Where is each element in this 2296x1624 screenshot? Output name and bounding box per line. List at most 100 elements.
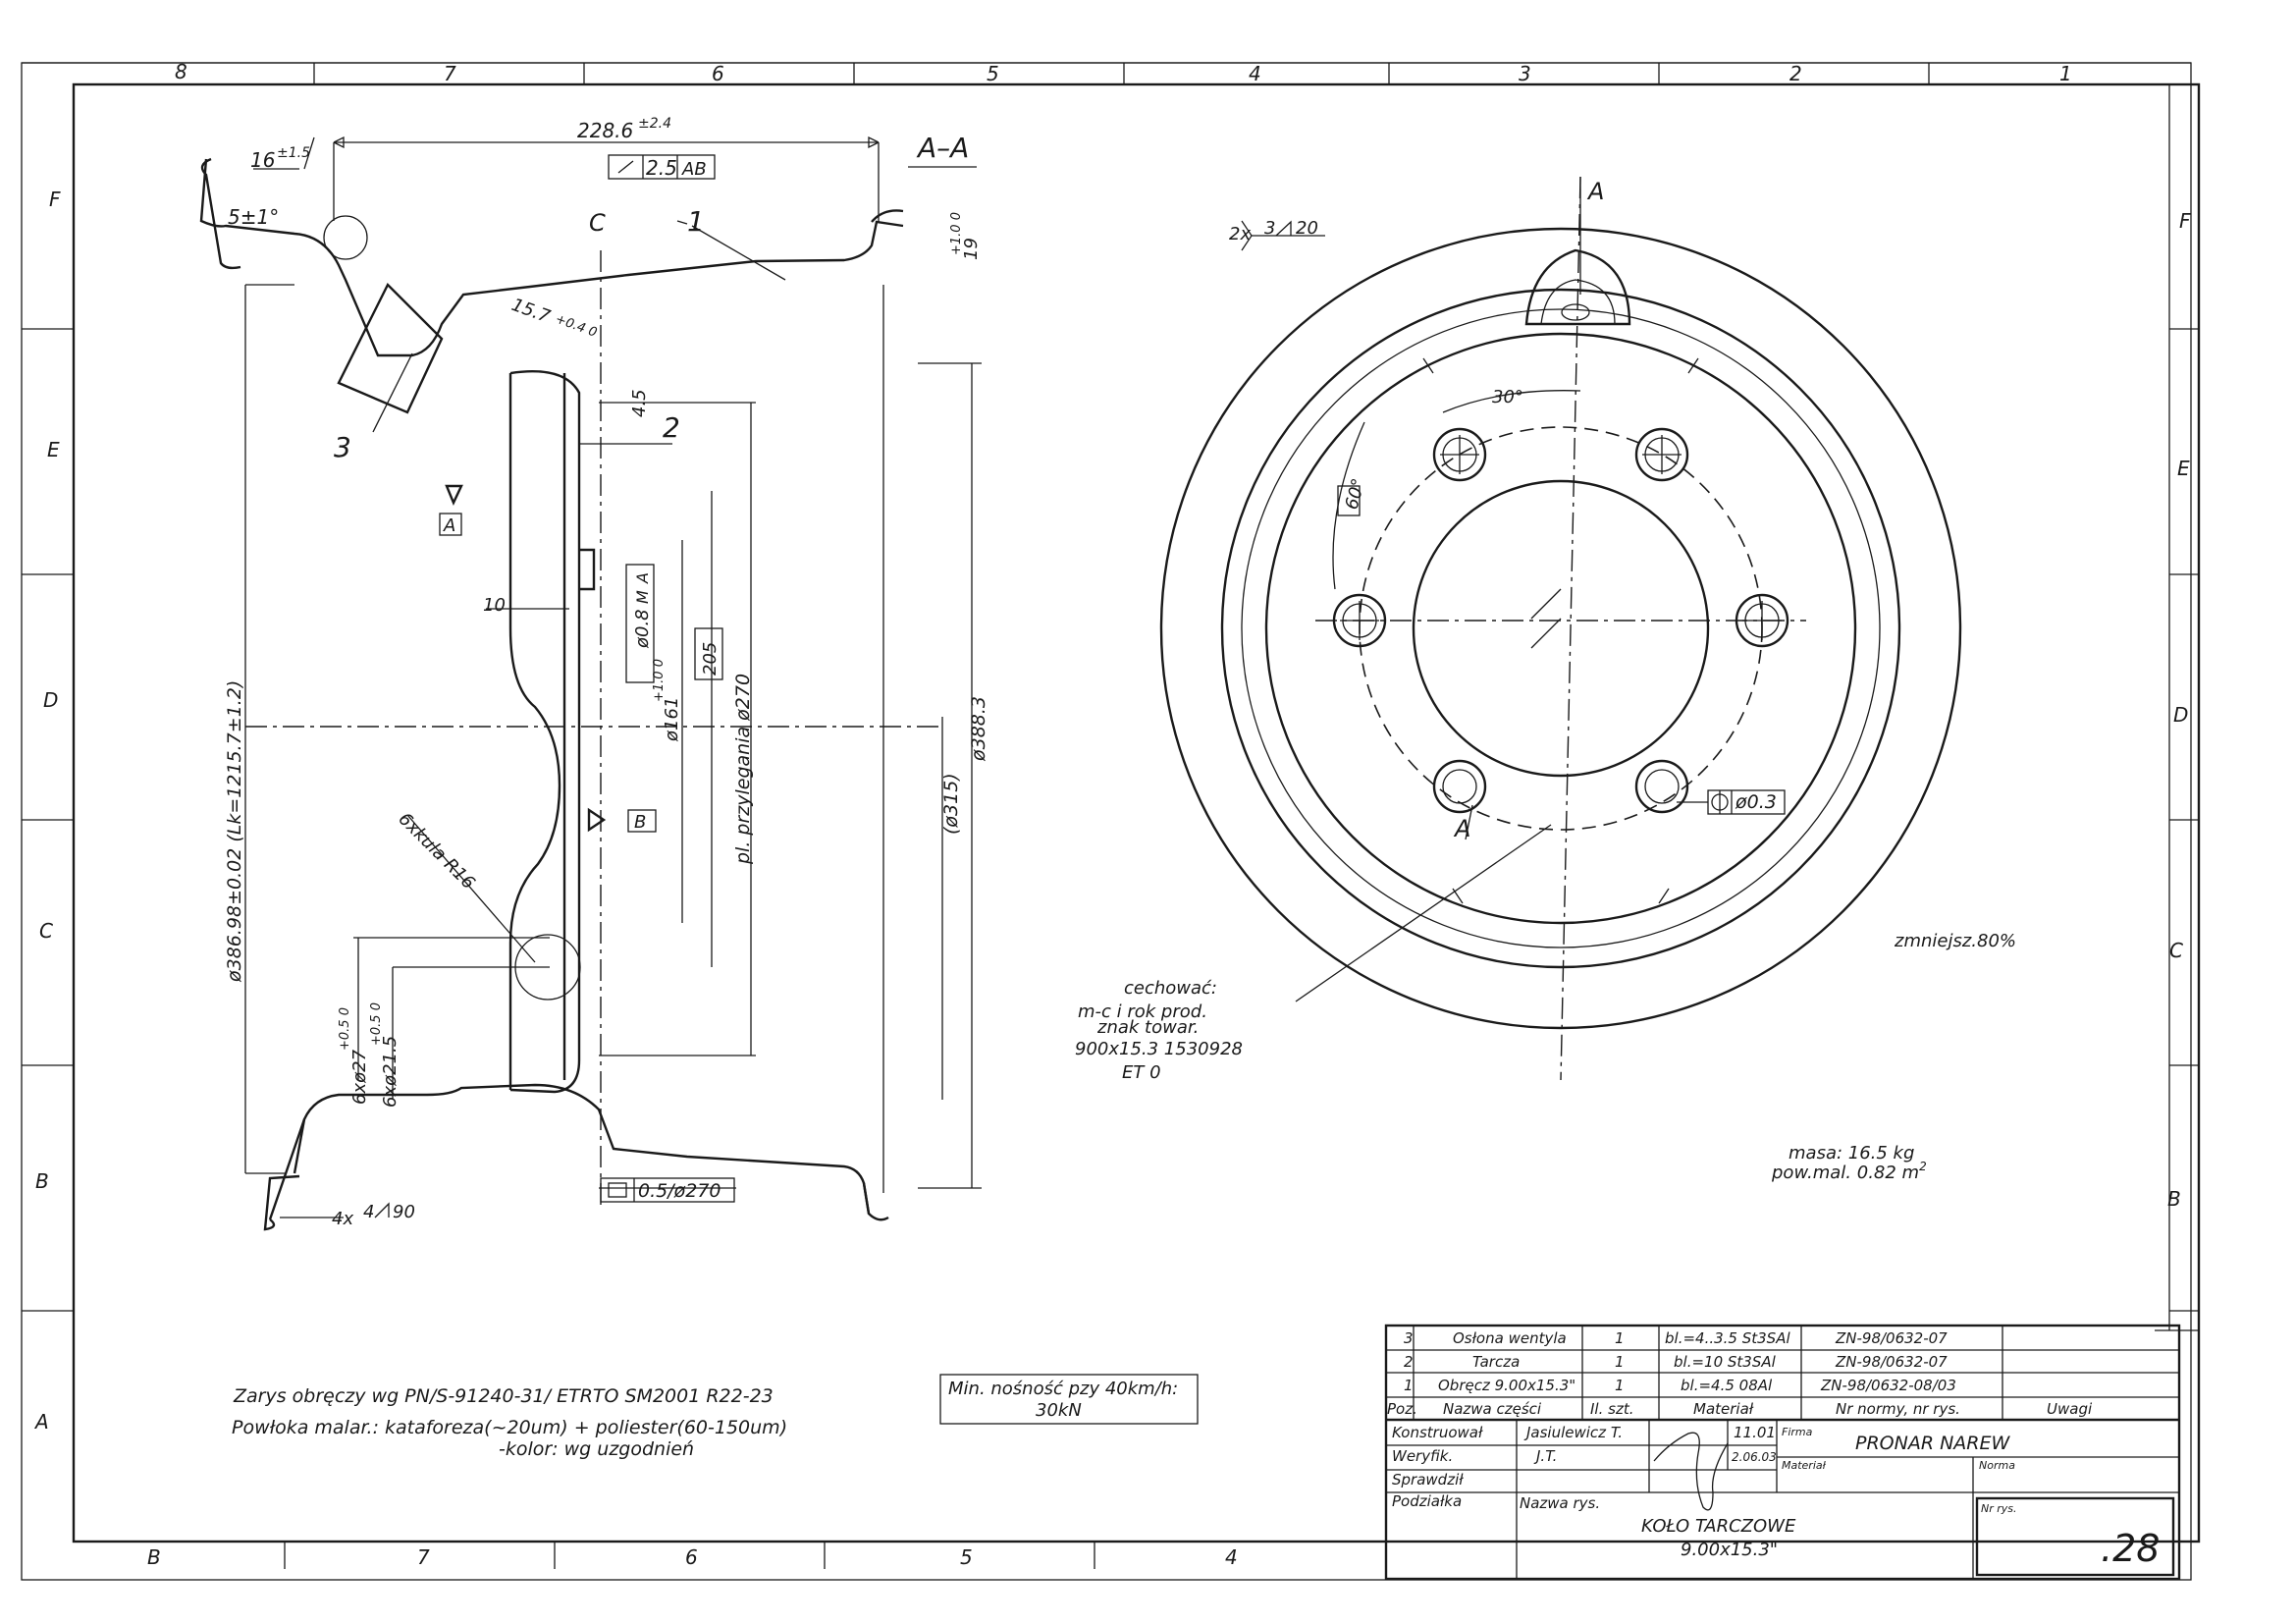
dim-315: (ø315): [940, 773, 962, 835]
zone-bottom-7: 7: [417, 1545, 430, 1569]
zone-top-1: 1: [2059, 62, 2072, 85]
part-1-qty: 1: [1615, 1377, 1625, 1394]
part-3-pos: 3: [1404, 1329, 1414, 1347]
checked-date: 2.06.03: [1732, 1450, 1777, 1464]
marking-line3: 900x15.3 1530928: [1075, 1039, 1243, 1059]
part-3-qty: 1: [1615, 1329, 1625, 1347]
dim-bore-tol: +1.0 0: [652, 659, 667, 702]
header-pos: Poz.: [1387, 1400, 1417, 1418]
weld-bottom-length: 90: [393, 1202, 415, 1222]
zone-top-3: 3: [1519, 62, 1531, 85]
general-notes: Zarys obręczy wg PN/S-91240-31/ ETRTO SM…: [232, 1374, 1199, 1460]
part-2-pos: 2: [1404, 1353, 1414, 1371]
centre-mark: C: [589, 209, 606, 237]
weld-bottom-value: 4: [363, 1202, 374, 1222]
holes-21: 6xø21.5: [380, 1036, 400, 1108]
callout-3: 3: [334, 431, 351, 463]
dim-flange-tol: ±1.5: [277, 145, 310, 161]
zone-top-7: 7: [444, 62, 456, 85]
zone-bottom-5: 5: [960, 1545, 973, 1569]
drawing-no: .28: [2101, 1527, 2160, 1570]
angle-30: 30°: [1492, 387, 1523, 407]
valve-cover-front: [1524, 248, 1631, 326]
note-line1: Zarys obręczy wg PN/S-91240-31/ ETRTO SM…: [233, 1385, 774, 1407]
dim-19: 19: [961, 238, 982, 260]
marking-line2: znak towar.: [1096, 1017, 1199, 1038]
zone-right-c: C: [2169, 939, 2183, 962]
weld-top-length: 20: [1296, 218, 1318, 239]
dim-width-tol: ±2.4: [638, 116, 671, 132]
holes-27: 6xø27: [349, 1049, 370, 1105]
dim-flange: 16: [250, 148, 275, 172]
part-2-name: Tarcza: [1472, 1353, 1520, 1371]
drawing-name-label: Nazwa rys.: [1520, 1494, 1600, 1512]
part-3-norm: ZN-98/0632-07: [1835, 1329, 1948, 1347]
material-label: Materiał: [1782, 1459, 1827, 1472]
designed-by: Jasiulewicz T.: [1523, 1424, 1623, 1441]
zone-top-4: 4: [1249, 62, 1261, 85]
header-material: Materiał: [1693, 1400, 1754, 1418]
wheel-outer-circle: [1159, 227, 1962, 1030]
position-ref: A: [633, 572, 652, 584]
zone-left-b: B: [35, 1169, 49, 1193]
header-name: Nazwa części: [1443, 1400, 1542, 1418]
checked-by: J.T.: [1533, 1447, 1557, 1465]
hole-pos-tol: ø0.3: [1735, 791, 1777, 813]
zone-top-8: 8: [175, 60, 187, 83]
note-line3: -kolor: wg uzgodnień: [499, 1438, 694, 1460]
drawing-name-1: KOŁO TARCZOWE: [1641, 1516, 1796, 1537]
part-3-name: Osłona wentyla: [1453, 1329, 1567, 1347]
zone-left-c: C: [39, 919, 53, 943]
zone-top-6: 6: [712, 62, 724, 85]
holes-21-tol: +0.5 0: [369, 1002, 384, 1046]
datum-b-label: B: [634, 812, 646, 833]
flatness-frame: [600, 1177, 735, 1203]
valve-cover: [337, 282, 444, 414]
section-mark-bottom: A: [1453, 815, 1470, 842]
paint-area: pow.mal. 0.82 m2: [1771, 1160, 1927, 1183]
capacity-box: [939, 1374, 1199, 1425]
zone-right-f: F: [2179, 209, 2191, 233]
dim-10: 10: [483, 595, 506, 616]
datum-a-label: A: [443, 515, 455, 536]
part-1-norm: ZN-98/0632-08/03: [1820, 1377, 1956, 1394]
front-view-labels: 2x 3 20 A A 30° 60° ø0.3 zmniejsz.80% ce…: [1075, 178, 2016, 1183]
designed-label: Konstruował: [1392, 1424, 1483, 1441]
approved-label: Sprawdził: [1392, 1471, 1464, 1489]
angle-60: 60°: [1342, 476, 1370, 512]
norm-label: Norma: [1979, 1459, 2015, 1472]
dim-15-7: 15.7: [508, 295, 553, 328]
title-block-texts: 3 Osłona wentyla 1 bl.=4..3.5 St3SAl ZN-…: [1387, 1329, 2160, 1570]
zone-top-5: 5: [987, 62, 999, 85]
capacity-line1: Min. nośność pzy 40km/h:: [948, 1379, 1178, 1399]
header-norm: Nr normy, nr rys.: [1836, 1400, 1960, 1418]
scale-note: zmniejsz.80%: [1894, 931, 2016, 951]
dim-205: 205: [700, 642, 721, 676]
position-tol: ø0.8: [632, 609, 653, 649]
part-2-material: bl.=10 St3SAl: [1674, 1353, 1777, 1371]
drawing-no-label: Nr rys.: [1981, 1502, 2017, 1515]
header-qty: Il. szt.: [1590, 1400, 1633, 1418]
scale-label: Podziałka: [1392, 1492, 1462, 1510]
callout-1: 1: [687, 205, 705, 238]
title-block: [1384, 1324, 2181, 1581]
flatness-value: 0.5/ø270: [638, 1180, 721, 1202]
part-1-name: Obręcz 9.00x15.3": [1438, 1377, 1575, 1394]
section-labels: A–A 228.6 ±2.4 16 ±1.5 5±1° 2.5 AB 19 +1…: [224, 116, 989, 1229]
dim-270: pl. przylegania ø270: [732, 674, 754, 865]
zone-left-d: D: [43, 688, 58, 712]
dim-19-tol: +1.0 0: [949, 212, 964, 255]
firm-label: Firma: [1782, 1426, 1813, 1438]
marking-line4: ET 0: [1122, 1062, 1161, 1083]
marking-line1: m-c i rok prod.: [1078, 1001, 1207, 1022]
checked-label: Weryfik.: [1392, 1447, 1453, 1465]
section-title: A–A: [916, 132, 969, 164]
front-view: [1159, 176, 1962, 1081]
firm: PRONAR NAREW: [1855, 1433, 2010, 1454]
frame-zone-labels: 8 7 6 5 4 3 2 1 B 7 6 5 4 F E D C B A F …: [33, 60, 2191, 1569]
dim-205-box: [694, 627, 723, 680]
zone-left-f: F: [49, 188, 61, 211]
header-remarks: Uwagi: [2047, 1400, 2093, 1418]
zone-right-b: B: [2167, 1187, 2181, 1211]
zone-bottom-4: 4: [1225, 1545, 1238, 1569]
